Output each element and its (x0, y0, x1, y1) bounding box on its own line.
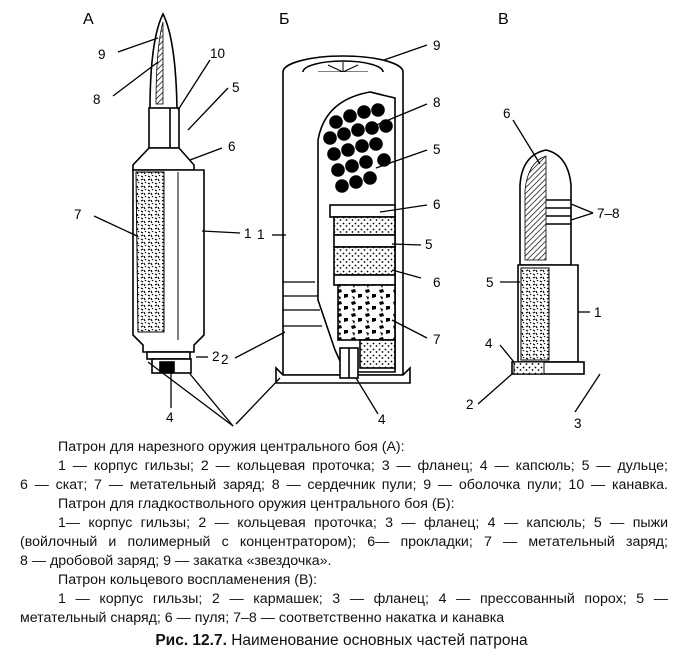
cartridge-a (132, 12, 205, 374)
label-a: А (83, 11, 94, 28)
legend-heading-b: Патрон для гладкоствольного оружия центр… (58, 496, 455, 512)
callout-v-4: 4 (485, 336, 493, 351)
callout-b-2: 2 (221, 352, 229, 367)
callout-b-6: 6 (433, 197, 441, 212)
legend-a-line1: 1 — корпус гильзы; 2 — кольцевая проточк… (58, 458, 668, 474)
callout-a-3: 3 (233, 428, 241, 430)
legend-b-line3: 8 — дробовой заряд; 9 — закатка «звездоч… (20, 553, 332, 569)
callout-a-1: 1 (244, 226, 252, 241)
legend-b-line1: 1— корпус гильзы; 2 — кольцевая проточка… (58, 515, 668, 531)
callout-a-4: 4 (166, 410, 174, 425)
powder-a (135, 171, 165, 333)
callout-a-7: 7 (74, 207, 82, 222)
leader-lines (93, 37, 601, 427)
callout-v-3: 3 (574, 416, 582, 430)
callout-b-8: 8 (433, 95, 441, 110)
callout-b-6b: 6 (433, 275, 441, 290)
callout-v-1: 1 (594, 305, 602, 320)
callout-a-10: 10 (210, 46, 225, 61)
figure-caption: Рис. 12.7. Наименование основных частей … (0, 632, 683, 650)
callout-v-5: 5 (486, 275, 494, 290)
legend-v-line2: метательный снаряд; 6 — пуля; 7–8 — соот… (20, 610, 505, 626)
bullet-a (149, 12, 178, 111)
cartridge-b (275, 55, 411, 384)
callout-a-5: 5 (232, 80, 240, 95)
callout-a-9: 9 (98, 47, 106, 62)
powder-b (337, 284, 396, 341)
legend-a-line2: 6 — скат; 7 — метательный заряд; 8 — сер… (20, 477, 668, 493)
callout-v-6: 6 (503, 106, 511, 121)
cartridge-v (511, 149, 585, 375)
callout-b-9: 9 (433, 38, 441, 53)
callout-numbers: 9 8 10 5 6 7 1 2 4 3 9 8 5 6 5 6 7 1 2 3… (74, 38, 620, 430)
shot-charge-b (323, 103, 393, 193)
callout-a-6: 6 (228, 139, 236, 154)
callout-a-8: 8 (93, 92, 101, 107)
legend-heading-a: Патрон для нарезного оружия центрального… (58, 439, 405, 455)
caption-label: Рис. 12.7. (155, 632, 227, 649)
callout-b-5b: 5 (425, 237, 433, 252)
label-v: В (498, 11, 509, 28)
callout-a-2: 2 (212, 349, 220, 364)
callout-b-4: 4 (378, 412, 386, 427)
powder-v (520, 267, 550, 361)
callout-b-3: 3 (230, 428, 238, 430)
legend-v-line1: 1 — корпус гильзы; 2 — кармашек; 3 — фла… (58, 591, 668, 607)
label-b: Б (279, 11, 290, 28)
callout-b-1: 1 (257, 227, 265, 242)
cartridge-diagram: А Б В (74, 11, 620, 430)
legend-b-line2: (войлочный и полимерный с концентратором… (20, 534, 668, 550)
legend: Патрон для нарезного оружия центрального… (20, 438, 668, 628)
callout-b-7: 7 (433, 332, 441, 347)
callout-v-2: 2 (466, 397, 474, 412)
primer-a (159, 361, 175, 373)
callout-v-7-8: 7–8 (597, 206, 620, 221)
callout-b-5: 5 (433, 142, 441, 157)
caption-text: Наименование основных частей патрона (226, 632, 528, 649)
legend-heading-v: Патрон кольцевого воспламенения (В): (58, 572, 318, 588)
